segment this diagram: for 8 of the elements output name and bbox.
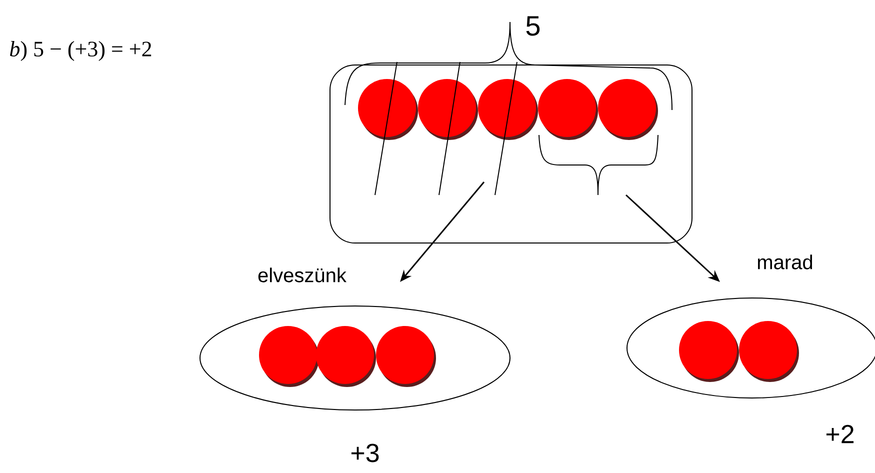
value-label: +2 — [826, 424, 854, 444]
group-box — [330, 64, 692, 244]
count-label: 5 — [526, 16, 540, 36]
equation: b) 5 − (+3) = +2 — [10, 41, 152, 61]
value-label: +3 — [351, 444, 379, 462]
edge-label: elveszünk — [258, 268, 346, 282]
edge-label: marad — [758, 254, 812, 270]
group-ellipse — [200, 306, 510, 410]
